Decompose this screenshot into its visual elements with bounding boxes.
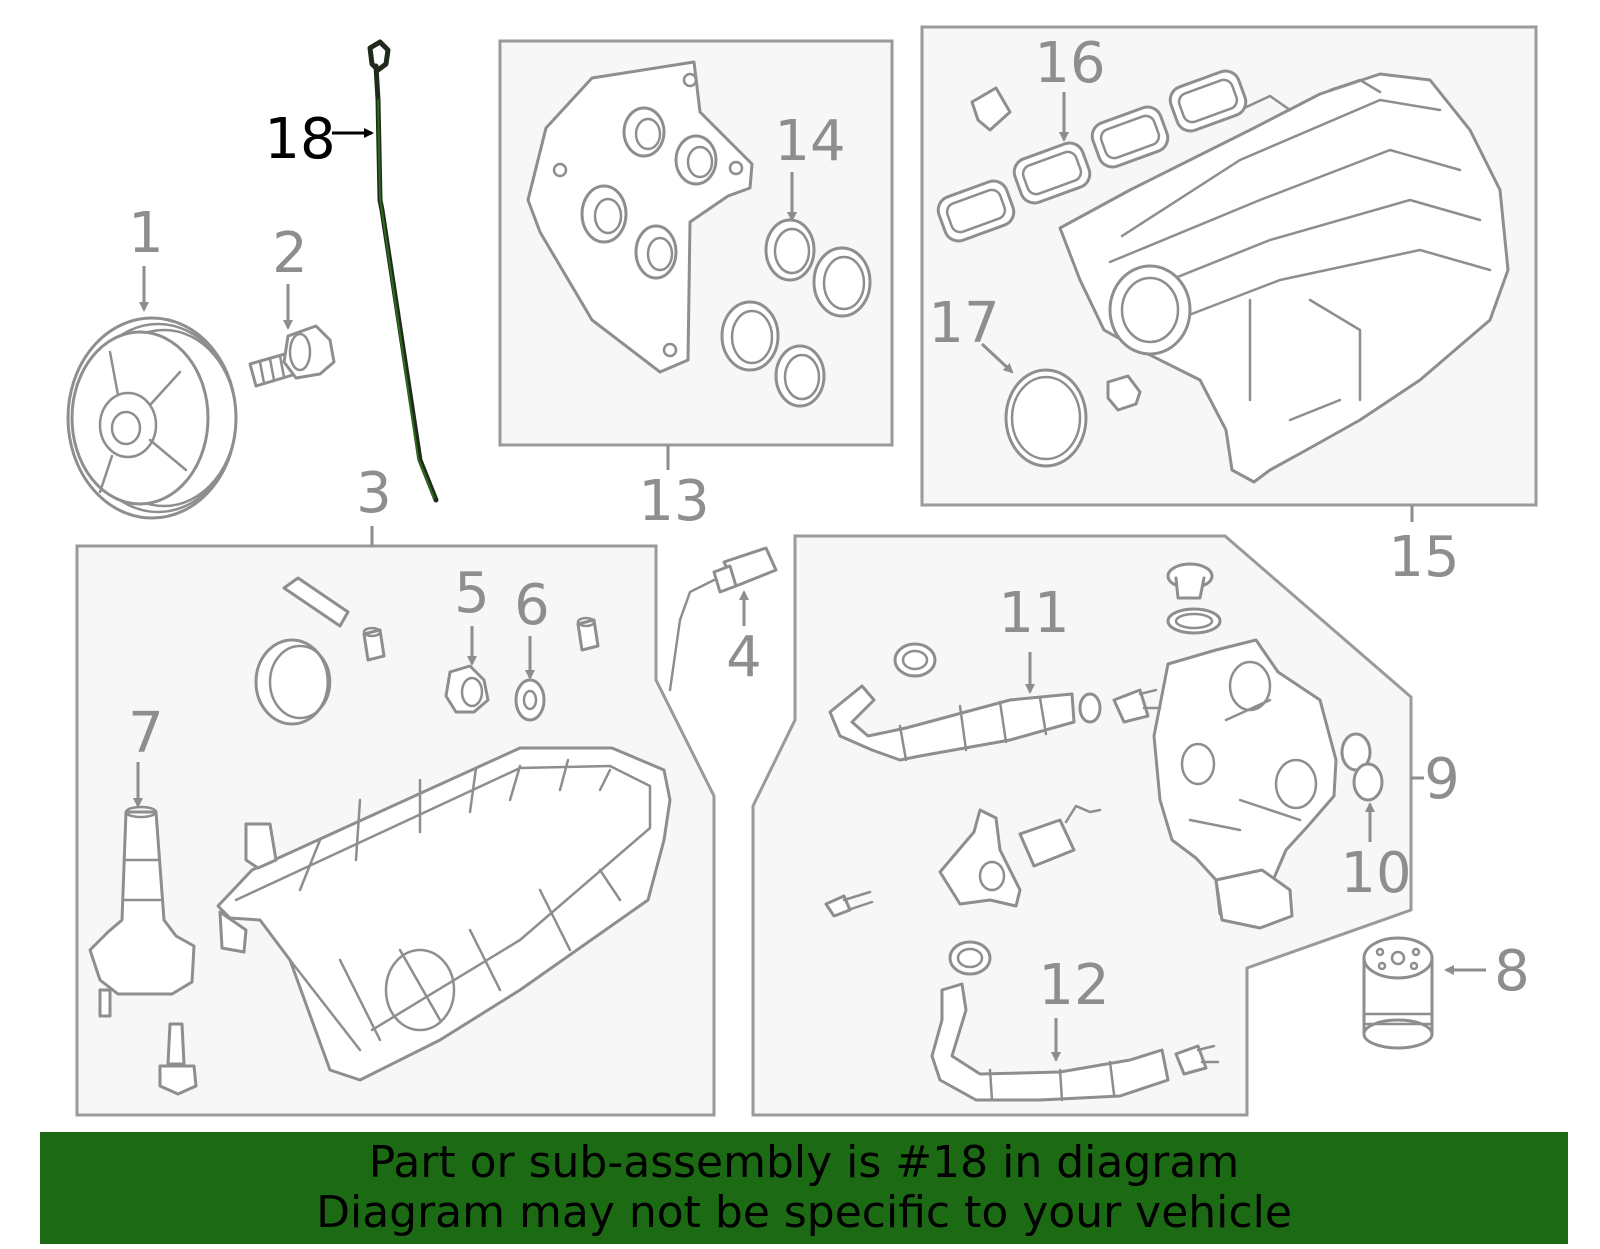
oil-filter-adapter-plate: [526, 60, 754, 374]
small-bolt: [824, 890, 874, 918]
callout-4: 4: [726, 625, 762, 690]
callout-7: 7: [128, 701, 164, 766]
callout-10: 10: [1340, 841, 1411, 906]
drain-plug: [444, 664, 490, 714]
o-ring-set: [720, 218, 872, 408]
callout-12: 12: [1038, 953, 1109, 1018]
hose-clamp-upper: [893, 642, 937, 678]
callout-3: 3: [356, 461, 392, 526]
seal-ring: [254, 638, 332, 726]
callout-11: 11: [998, 581, 1069, 646]
callout-14: 14: [774, 109, 845, 174]
oil-level-sensor: [88, 805, 196, 1018]
housing-grommet: [1166, 562, 1214, 600]
runner-gasket-set: [936, 69, 1248, 243]
oil-pressure-switch: [668, 546, 778, 692]
callout-8: 8: [1494, 939, 1530, 1004]
seal-10: [1340, 732, 1384, 802]
callout-17: 17: [928, 291, 999, 356]
manifold-clip: [970, 86, 1012, 132]
group-box-9: [751, 534, 1413, 1117]
oil-filter: [1362, 936, 1434, 1050]
housing-o-ring: [1166, 607, 1222, 635]
coolant-hose-12: [930, 982, 1170, 1102]
oil-dipstick-highlighted: [367, 39, 439, 503]
callout-16: 16: [1034, 31, 1105, 96]
crank-pulley: [66, 316, 238, 520]
dowel-pin: [282, 576, 350, 628]
drain-plug-washer: [514, 678, 546, 722]
oil-filter-housing: [1152, 638, 1338, 930]
banner-line-part: Part or sub-assembly is #18 in diagram: [368, 1137, 1240, 1188]
callout-18-highlighted: 18: [264, 107, 335, 172]
pulley-bolt: [248, 324, 336, 388]
intake-manifold: [1058, 72, 1510, 484]
hose-fitting-lower: [1174, 1044, 1220, 1076]
info-banner: Part or sub-assembly is #18 in diagram D…: [40, 1132, 1568, 1244]
coolant-outlet: [938, 808, 1022, 908]
leader-lines: [133, 92, 1486, 1062]
coolant-hose-11: [828, 684, 1102, 762]
banner-line-disclaimer: Diagram may not be specific to your vehi…: [316, 1187, 1292, 1238]
throttle-body-gasket: [1004, 368, 1088, 468]
callout-13: 13: [638, 469, 709, 534]
sensor-bolt: [158, 1022, 198, 1096]
temp-sensor: [1018, 804, 1102, 868]
callout-9: 9: [1424, 747, 1460, 812]
hose-clamp-lower: [948, 940, 992, 976]
small-sleeve-left: [362, 626, 386, 662]
hose-fitting-upper: [1112, 688, 1162, 724]
callout-15: 15: [1388, 525, 1459, 590]
callout-5: 5: [454, 561, 490, 626]
manifold-grommet: [1106, 374, 1142, 412]
callout-1: 1: [128, 201, 164, 266]
callout-2: 2: [272, 221, 308, 286]
callout-6: 6: [514, 573, 550, 638]
small-sleeve-right: [576, 616, 600, 652]
oil-pan: [216, 746, 672, 1082]
